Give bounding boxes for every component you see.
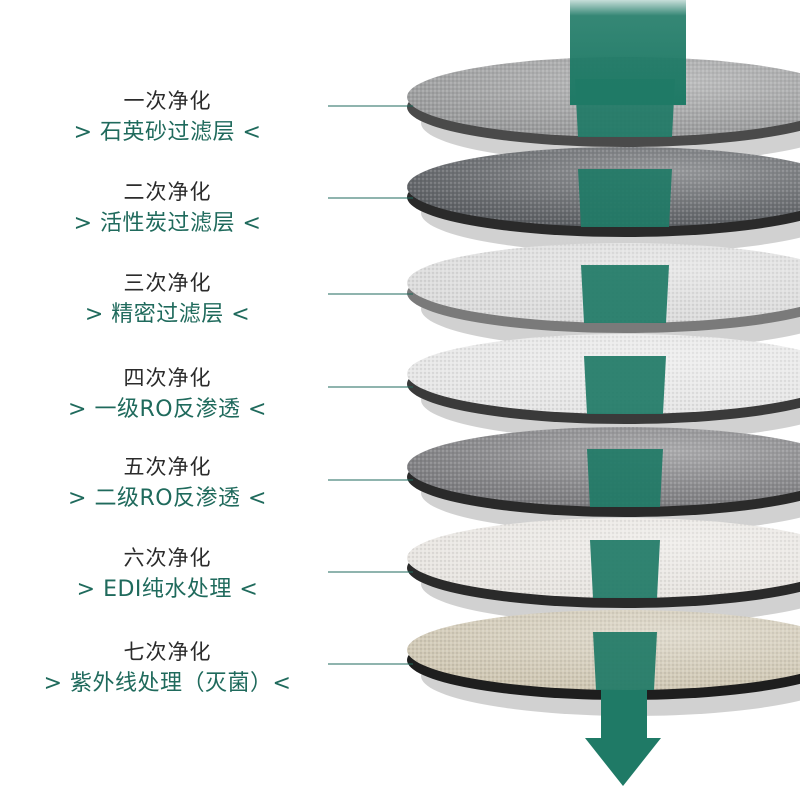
stage-label-6: 六次净化 > EDI纯水处理 < [0, 543, 335, 607]
stage-title: 五次净化 [123, 455, 212, 479]
flow-segment-7 [593, 632, 657, 690]
flow-column-top [570, 0, 686, 105]
stage-label-2: 二次净化 > 活性炭过滤层 < [0, 177, 335, 241]
stage-title: 七次净化 [123, 640, 212, 664]
flow-segment-5 [587, 449, 663, 507]
filter-layer-stack [407, 57, 800, 786]
stage-subtitle: > 活性炭过滤层 < [73, 211, 262, 236]
flow-segment-3 [581, 265, 669, 323]
stage-subtitle: > 紫外线处理（灭菌）< [43, 671, 292, 696]
stage-title: 一次净化 [123, 89, 212, 113]
stage-label-1: 一次净化 > 石英砂过滤层 < [0, 86, 335, 150]
stage-title: 三次净化 [123, 271, 212, 295]
stage-label-4: 四次净化 > 一级RO反渗透 < [0, 363, 335, 427]
stage-subtitle: > 二级RO反渗透 < [68, 486, 267, 511]
stage-subtitle: > EDI纯水处理 < [76, 577, 259, 602]
flow-segment-6 [590, 540, 660, 598]
stage-subtitle: > 石英砂过滤层 < [73, 120, 262, 145]
stage-subtitle: > 一级RO反渗透 < [68, 397, 267, 422]
flow-segment-4 [584, 356, 666, 414]
stage-label-5: 五次净化 > 二级RO反渗透 < [0, 452, 335, 516]
stage-label-7: 七次净化 > 紫外线处理（灭菌）< [0, 637, 335, 701]
flow-column-bottom [601, 690, 647, 738]
stage-title: 二次净化 [123, 180, 212, 204]
stage-label-3: 三次净化 > 精密过滤层 < [0, 268, 335, 332]
stage-title: 六次净化 [123, 546, 212, 570]
stage-title: 四次净化 [123, 366, 212, 390]
leader-lines [328, 105, 413, 665]
water-flow-arrow [570, 0, 686, 105]
down-arrow-icon [585, 738, 661, 786]
flow-segment-2 [578, 169, 672, 227]
stage-subtitle: > 精密过滤层 < [84, 302, 251, 327]
